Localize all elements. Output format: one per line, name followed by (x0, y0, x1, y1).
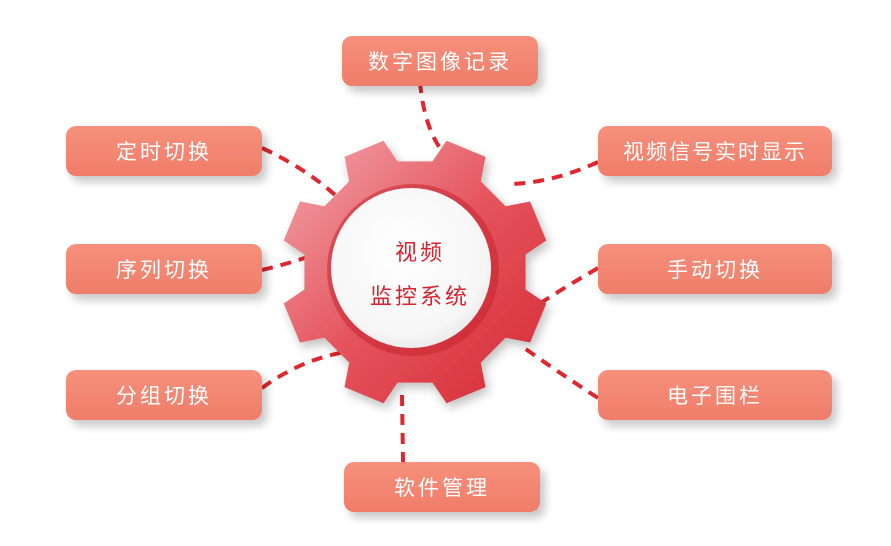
connector-top-left (261, 146, 337, 197)
node-timed-switch[interactable]: 定时切换 (66, 126, 262, 176)
node-group-switch[interactable]: 分组切换 (66, 370, 262, 420)
center-title-line2: 监控系统 (369, 285, 470, 310)
node-sequence-switch[interactable]: 序列切换 (66, 244, 262, 294)
node-electronic-fence[interactable]: 电子围栏 (598, 370, 832, 420)
connector-bottom (400, 394, 405, 463)
connector-bottom-right (518, 343, 600, 400)
node-realtime-video-display[interactable]: 视频信号实时显示 (598, 126, 832, 176)
center-title-line1: 视频 (394, 241, 445, 266)
connector-right-mid (528, 266, 600, 312)
gear-hole (331, 188, 491, 348)
node-manual-switch[interactable]: 手动切换 (598, 244, 832, 294)
connector-top-right (511, 160, 599, 186)
connector-bottom-left (260, 350, 346, 390)
center-title: 视频 监控系统 (340, 232, 500, 320)
node-software-management[interactable]: 软件管理 (344, 462, 540, 512)
node-digital-image-recording[interactable]: 数字图像记录 (342, 36, 538, 86)
